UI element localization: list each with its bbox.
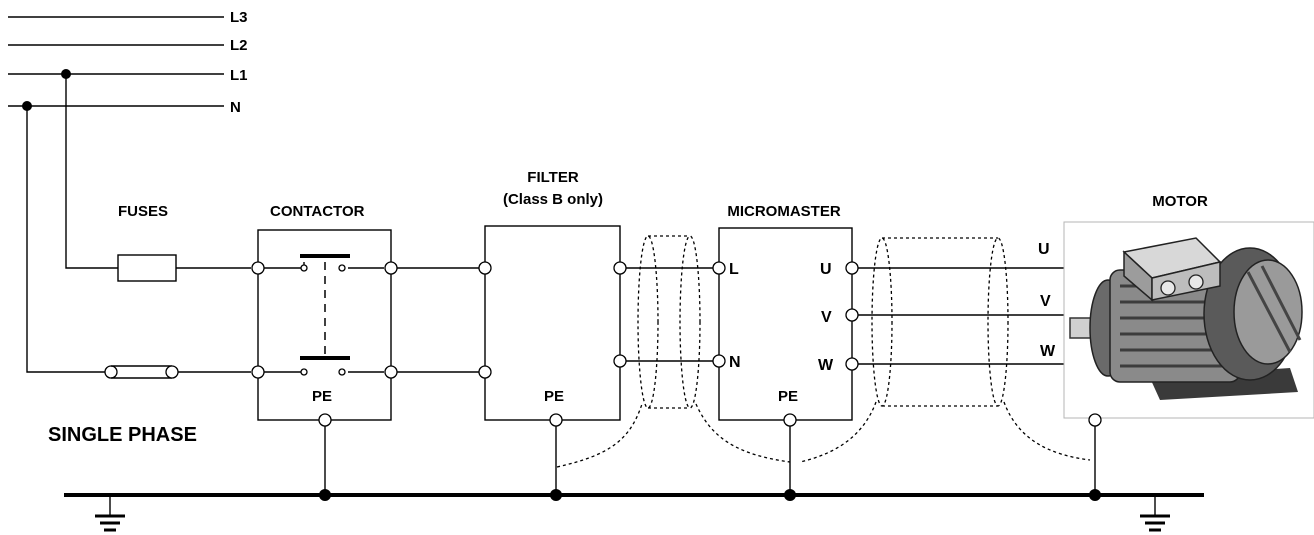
contactor-terminal [384,365,398,379]
motor-v-label: V [1040,293,1051,310]
contactor-terminal [251,261,265,275]
micromaster-pe-label: PE [778,388,798,405]
contactor-pe-terminal [318,413,332,427]
drive-n-label: N [729,354,741,371]
contactor-terminal [384,261,398,275]
micromaster: MICROMASTER L N U V W PE [712,203,859,427]
motor-w-label: W [1040,343,1056,360]
filter-terminal [478,261,492,275]
motor-pe-terminal [1088,413,1102,427]
earth-bar [64,426,1204,501]
contactor-label: CONTACTOR [270,203,365,220]
motor-icon [1069,237,1303,400]
micromaster-pe-terminal [783,413,797,427]
filter-terminal [613,354,627,368]
drive-terminal-n [712,354,726,368]
wire-n-drop [26,106,105,373]
drive-l-label: L [729,261,739,278]
fuse [117,254,177,282]
screen-earth-drive-out [799,401,877,463]
fuses-label: FUSES [118,203,168,220]
label-l3: L3 [230,9,248,26]
drive-u-label: U [820,261,832,278]
filter-pe-terminal [549,413,563,427]
drive-terminal-v [845,308,859,322]
neutral-link [104,365,179,379]
label-n: N [230,99,241,116]
screen-earth-motor [1003,401,1091,461]
filter-terminal [613,261,627,275]
wire-l1-drop [65,74,118,269]
screened-cable-output [799,237,1091,463]
ground-symbol-icon [1140,495,1170,532]
drive-v-label: V [821,309,832,326]
single-phase-label: SINGLE PHASE [48,424,197,446]
screen-earth-drive [695,403,791,463]
motor-u-label: U [1038,241,1050,258]
micromaster-label: MICROMASTER [727,203,840,220]
drive-w-label: W [818,357,834,374]
drive-terminal-u [845,261,859,275]
screened-cable-input [556,235,791,468]
ground-symbol-icon [95,495,125,532]
filter-label: FILTER [527,169,579,186]
label-l2: L2 [230,37,248,54]
supply-lines: L3 L2 L1 N [8,9,248,116]
filter-pe-label: PE [544,388,564,405]
filter: FILTER (Class B only) PE [478,169,627,427]
label-l1: L1 [230,67,248,84]
drive-terminal-l [712,261,726,275]
drive-terminal-w [845,357,859,371]
filter-terminal [478,365,492,379]
screen-earth-filter [556,403,643,468]
motor-label: MOTOR [1152,193,1208,210]
motor: MOTOR [1063,193,1314,427]
contactor-terminal [251,365,265,379]
filter-sublabel: (Class B only) [503,191,603,208]
contactor: CONTACTOR PE [251,203,398,427]
contactor-pe-label: PE [312,388,332,405]
